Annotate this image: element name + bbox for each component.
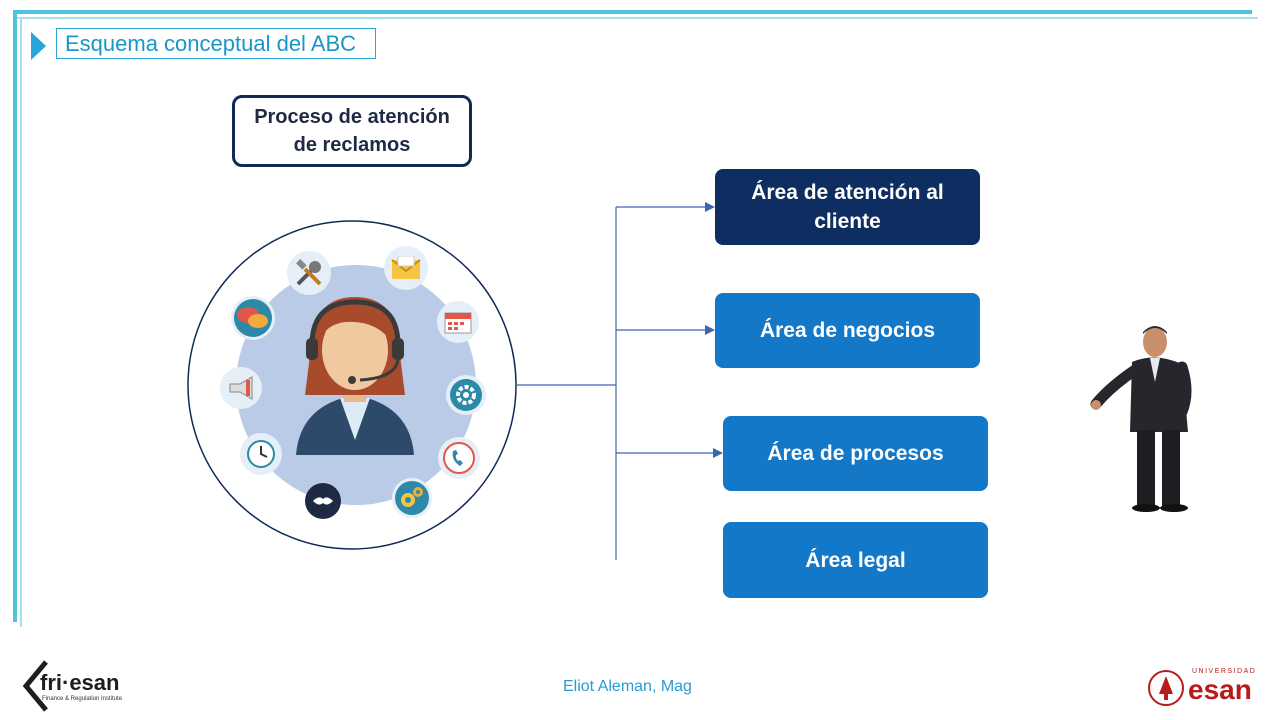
- connector-lines: [517, 206, 714, 560]
- area-atencion-cliente-box: Área de atención al cliente: [715, 169, 980, 245]
- frame-left-line-inner: [20, 17, 22, 627]
- frame-left-line: [13, 10, 17, 622]
- tools-icon: [287, 251, 331, 295]
- handshake-icon: [305, 483, 341, 519]
- slide-title: Esquema conceptual del ABC: [65, 31, 357, 56]
- megaphone-icon: [220, 367, 262, 409]
- calendar-icon: [437, 301, 479, 343]
- gear-settings-icon: [446, 375, 486, 415]
- area-atencion-cliente-line2: cliente: [814, 210, 881, 233]
- connector-arrowheads: [705, 202, 723, 458]
- presenter-figure: [1090, 326, 1192, 512]
- area-atencion-cliente-line1: Área de atención al: [751, 181, 944, 204]
- process-label-line2: de reclamos: [293, 134, 411, 156]
- area-negocios-box: Área de negocios: [715, 293, 980, 368]
- title-frame: [56, 28, 376, 59]
- process-label-line1: Proceso de atención: [254, 106, 450, 128]
- area-legal-box: Área legal: [723, 522, 988, 598]
- author-name: Eliot Aleman, Mag: [563, 678, 692, 695]
- esan-university-label: UNIVERSIDAD: [1192, 668, 1257, 675]
- area-procesos-label: Área de procesos: [767, 442, 944, 465]
- frame-top-line: [14, 10, 1252, 14]
- friesan-logo: fri·esan Finance & Regulation Institute: [22, 660, 122, 712]
- area-negocios-label: Área de negocios: [759, 319, 936, 342]
- chat-bubbles-icon: [231, 296, 275, 340]
- frame-top-line-inner: [16, 17, 1258, 19]
- clock-icon: [240, 433, 282, 475]
- title-arrow-icon: [31, 32, 46, 60]
- area-procesos-box: Área de procesos: [723, 416, 988, 491]
- agent-avatar-icon: [296, 297, 414, 455]
- area-legal-label: Área legal: [805, 548, 906, 572]
- esan-text: esan: [1188, 674, 1252, 705]
- friesan-text: fri·esan: [40, 670, 120, 695]
- process-label-box: Proceso de atención de reclamos: [232, 95, 472, 167]
- friesan-subtitle: Finance & Regulation Institute: [42, 696, 123, 702]
- phone-icon: [438, 437, 480, 479]
- email-icon: [384, 246, 428, 290]
- gears-icon: [392, 478, 432, 518]
- esan-logo: UNIVERSIDAD esan: [1148, 668, 1266, 708]
